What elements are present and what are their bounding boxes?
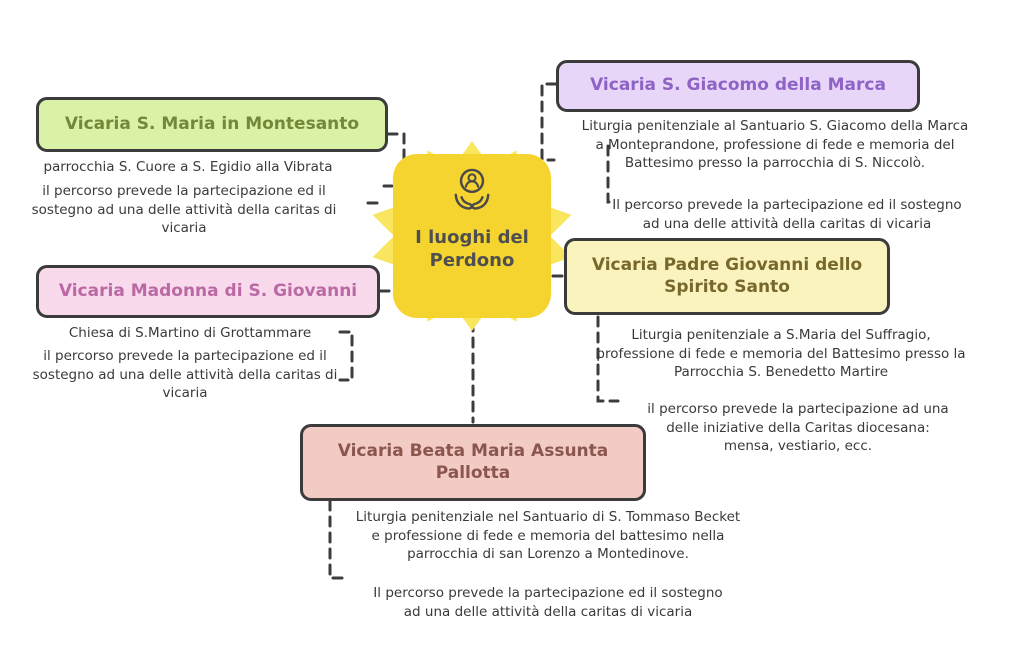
node-title-padre: Vicaria Padre Giovanni dello Spirito San… xyxy=(591,255,863,297)
connector-beata-note xyxy=(328,499,346,580)
note-beata-2: Il percorso prevede la partecipazione ed… xyxy=(373,585,723,620)
person-in-hands-icon xyxy=(454,168,490,210)
note-padre-1: Liturgia penitenziale a S.Maria del Suff… xyxy=(596,327,966,381)
node-card-giacomo: Vicaria S. Giacomo della Marca xyxy=(556,60,920,112)
connector-madonna-note xyxy=(338,330,354,382)
node-title-beata: Vicaria Beata Maria Assunta Pallotta xyxy=(337,441,609,483)
node-card-beata: Vicaria Beata Maria Assunta Pallotta xyxy=(300,424,646,501)
note-madonna-2: il percorso prevede la partecipazione ed… xyxy=(32,348,338,402)
note-giacomo-1: Liturgia penitenziale al Santuario S. Gi… xyxy=(581,118,969,172)
note-montesanto-2: il percorso prevede la partecipazione ed… xyxy=(31,183,337,237)
center-card: I luoghi del Perdono xyxy=(393,154,551,318)
node-card-padre: Vicaria Padre Giovanni dello Spirito San… xyxy=(564,238,890,315)
node-title-giacomo: Vicaria S. Giacomo della Marca xyxy=(590,75,886,96)
note-giacomo-2: Il percorso prevede la partecipazione ed… xyxy=(612,197,962,232)
center-title: I luoghi del Perdono xyxy=(415,227,529,272)
note-beata-1: Liturgia penitenziale nel Santuario di S… xyxy=(355,509,741,563)
node-title-madonna: Vicaria Madonna di S. Giovanni xyxy=(58,280,358,301)
note-madonna-1: Chiesa di S.Martino di Grottammare xyxy=(68,325,312,341)
node-card-montesanto: Vicaria S. Maria in Montesanto xyxy=(36,97,388,152)
note-padre-2: il percorso prevede la partecipazione ad… xyxy=(647,401,949,455)
center-node: I luoghi del Perdono xyxy=(368,136,576,336)
node-title-montesanto: Vicaria S. Maria in Montesanto xyxy=(64,113,360,134)
note-montesanto-1: parrocchia S. Cuore a S. Egidio alla Vib… xyxy=(43,159,333,175)
node-card-madonna: Vicaria Madonna di S. Giovanni xyxy=(36,265,380,318)
